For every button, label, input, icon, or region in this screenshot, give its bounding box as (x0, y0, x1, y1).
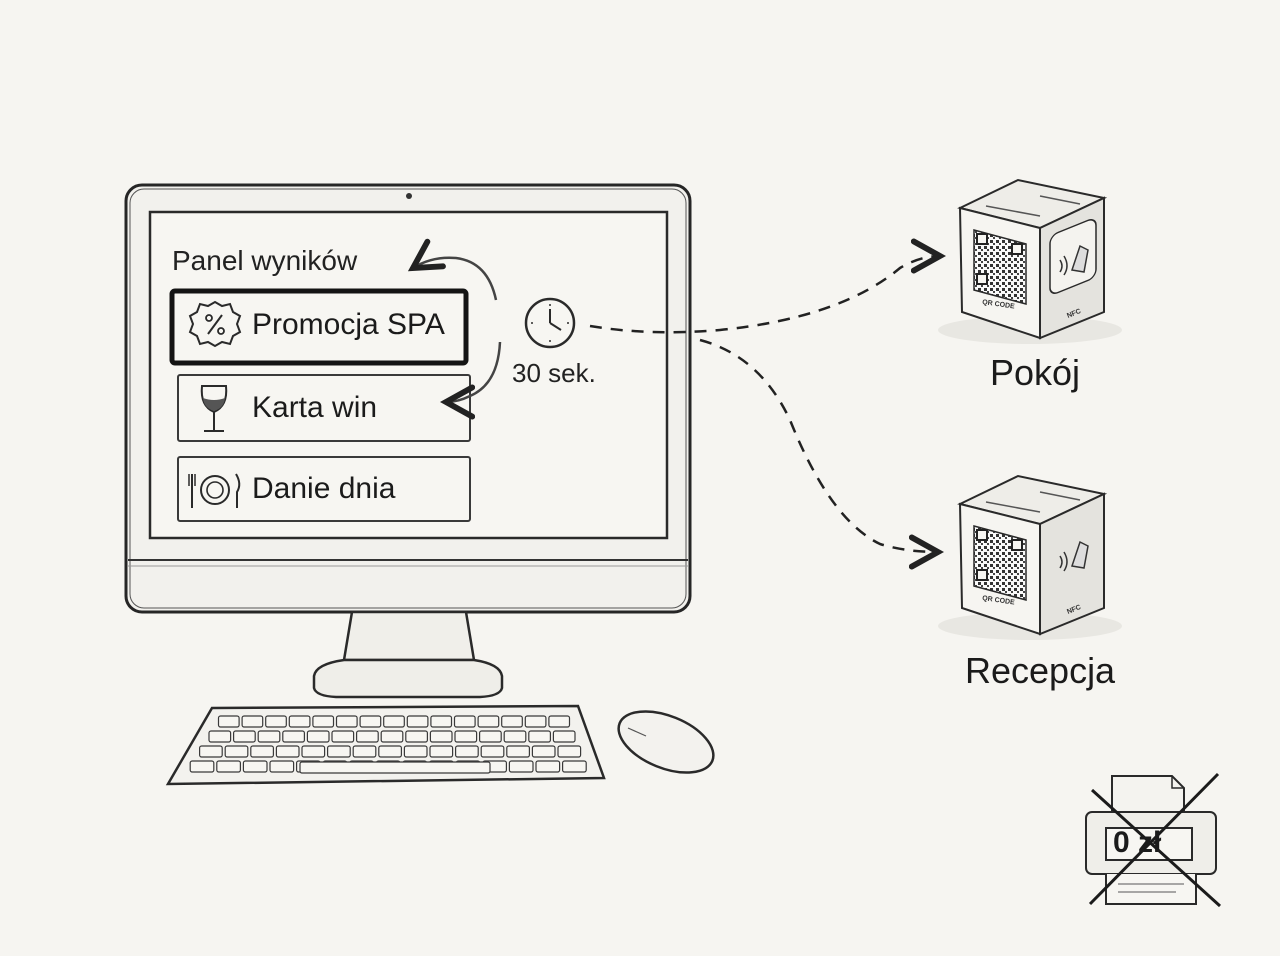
menu-item-promocja-spa[interactable] (169, 288, 469, 366)
menu-item-label: Karta win (252, 391, 378, 424)
keyboard-key (241, 715, 264, 728)
monitor-stand (342, 610, 476, 662)
keyboard-key (557, 745, 582, 758)
keyboard-key (356, 730, 379, 743)
keyboard-key (312, 715, 335, 728)
keyboard-key (501, 715, 523, 728)
keyboard-key (508, 760, 534, 773)
keyboard-key (189, 760, 215, 773)
keyboard-key (477, 715, 500, 728)
qr-nfc-cube-room: QR CODE NFC (938, 178, 1122, 344)
keyboard (165, 704, 606, 786)
keyboard-key (242, 760, 268, 773)
nfc-tap-icon (1059, 540, 1089, 572)
connector-to-room (589, 256, 940, 334)
crossed-out-printer-icon (1085, 772, 1222, 908)
keyboard-key (506, 745, 530, 758)
qr-nfc-cube-reception: QR CODE NFC (938, 474, 1122, 640)
keyboard-key (250, 745, 275, 758)
print-cost-label: 0 zł (1113, 826, 1162, 859)
keyboard-key (429, 730, 453, 743)
menu-item-label: Promocja SPA (252, 308, 445, 341)
keyboard-key (405, 730, 428, 743)
wine-glass-icon (200, 385, 228, 432)
keyboard-key (552, 730, 576, 743)
keyboard-key (479, 730, 502, 743)
qr-code-caption: QR CODE (982, 595, 1016, 607)
keyboard-key (528, 730, 551, 743)
keyboard-key (403, 745, 428, 758)
keyboard-key (480, 745, 505, 758)
keyboard-key (548, 715, 571, 728)
keyboard-key (275, 745, 300, 758)
keyboard-key (378, 745, 402, 758)
keyboard-key (535, 760, 561, 773)
keyboard-key (199, 745, 223, 758)
qr-code-caption: QR CODE (982, 299, 1016, 311)
nfc-tap-icon (1049, 218, 1097, 294)
keyboard-key (282, 730, 305, 743)
nfc-caption: NFC (1066, 308, 1082, 320)
keyboard-key (503, 730, 527, 743)
keyboard-key (233, 730, 256, 743)
keyboard-key (335, 715, 358, 728)
keyboard-key (352, 745, 377, 758)
qr-code-icon (973, 229, 1027, 305)
rotation-interval-label: 30 sek. (512, 358, 596, 388)
keyboard-key (383, 715, 405, 728)
menu-item-label: Danie dnia (252, 472, 396, 505)
keyboard-key (561, 760, 587, 773)
keyboard-key (217, 715, 240, 728)
nfc-caption: NFC (1066, 604, 1082, 616)
keyboard-key (380, 730, 404, 743)
keyboard-key (359, 715, 382, 728)
keyboard-spacebar (299, 761, 491, 774)
percent-badge-icon (188, 300, 242, 348)
clock-icon (524, 297, 576, 349)
keyboard-key (455, 745, 479, 758)
destination-reception-label: Recepcja (965, 650, 1116, 691)
keyboard-key (406, 715, 429, 728)
connector-to-reception (699, 338, 938, 552)
keyboard-key (454, 730, 478, 743)
keyboard-key (430, 715, 453, 728)
plate-cutlery-icon (188, 473, 241, 508)
keyboard-key (208, 730, 232, 743)
keyboard-key (257, 730, 281, 743)
keyboard-key (288, 715, 311, 728)
keyboard-key (216, 760, 242, 773)
keyboard-key (331, 730, 355, 743)
keyboard-key (531, 745, 556, 758)
keyboard-key (224, 745, 249, 758)
keyboard-key (306, 730, 330, 743)
qr-code-icon (973, 525, 1027, 601)
keyboard-key (265, 715, 287, 728)
keyboard-key (301, 745, 326, 758)
keyboard-key (327, 745, 351, 758)
destination-room-label: Pokój (990, 352, 1081, 393)
keyboard-key (429, 745, 454, 758)
menu-item-danie-dnia[interactable] (177, 456, 471, 522)
keyboard-key (269, 760, 295, 773)
rotation-arrows (413, 258, 502, 402)
webcam-dot (406, 193, 412, 199)
mouse (617, 710, 715, 774)
panel-title: Panel wyników (172, 245, 358, 276)
keyboard-key (524, 715, 547, 728)
keyboard-key (453, 715, 476, 728)
